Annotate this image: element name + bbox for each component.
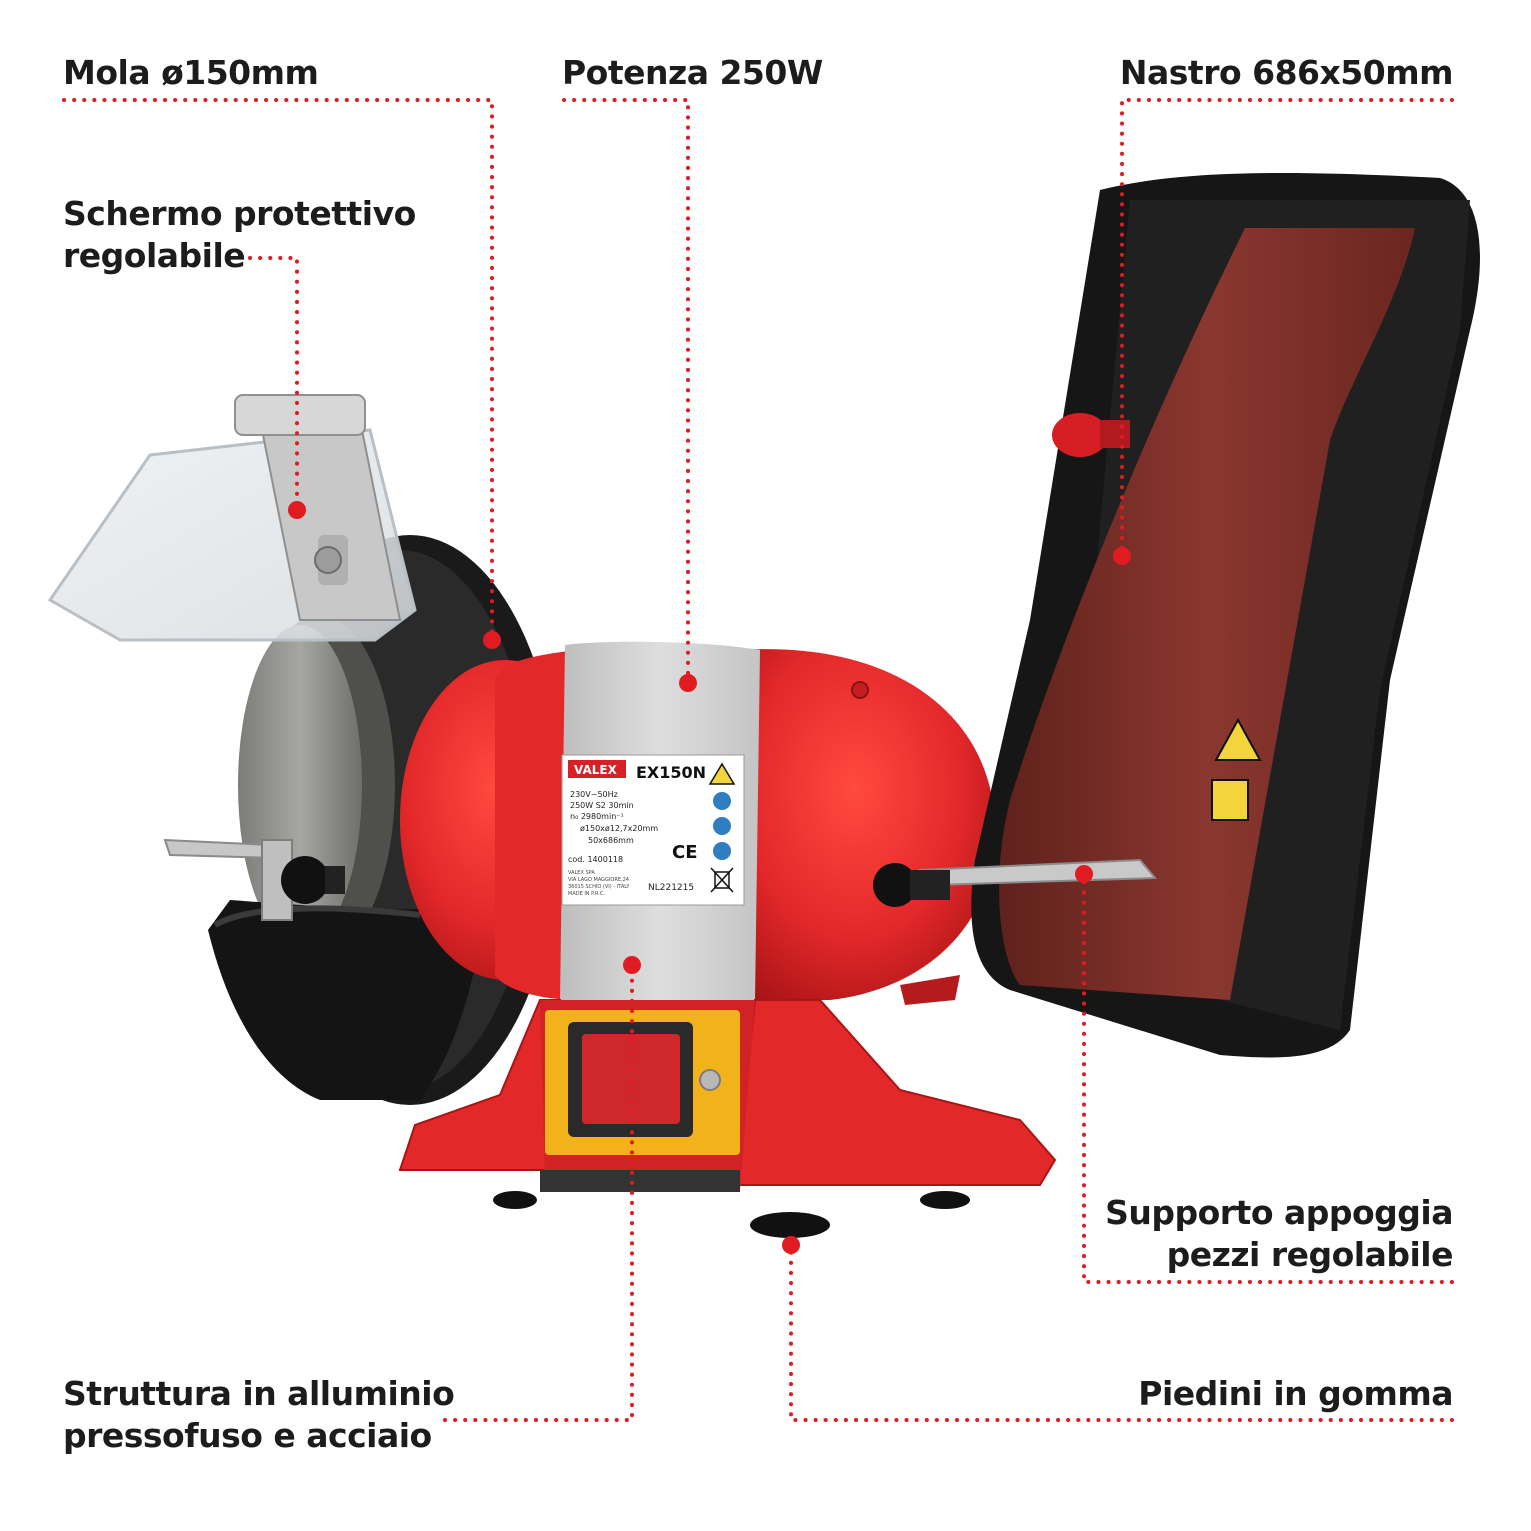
callout-structure-line2: pressofuso e acciaio (63, 1416, 432, 1455)
callout-wheel-diameter: Mola ø150mm (63, 53, 319, 92)
callout-dots (288, 501, 1131, 1254)
eye-shield (47, 394, 417, 642)
leader-rest (1082, 872, 1454, 1284)
power-switch (545, 1010, 740, 1155)
dot-shield (288, 501, 306, 519)
dot-feet (782, 1236, 800, 1254)
leader-power (562, 98, 690, 685)
ce-mark: CE (672, 842, 698, 863)
callout-leaders (62, 98, 1454, 1422)
right-tool-rest (873, 858, 1158, 907)
callout-tool-rest-line1: Supporto appoggia (1105, 1193, 1453, 1232)
hand-protection-icon (713, 842, 731, 860)
nameplate-power: 250W S2 30min (570, 801, 634, 810)
leader-wheel (62, 98, 494, 642)
sanding-belt (999, 228, 1415, 1000)
dot-belt (1113, 547, 1131, 565)
nameplate-company-3: 36015 SCHIO (VI) - ITALY (568, 884, 630, 890)
nameplate-voltage: 230V~50Hz (570, 790, 618, 799)
motor-housing (400, 649, 995, 1005)
dot-wheel (483, 631, 501, 649)
left-tool-rest (163, 838, 345, 921)
weee-bin-icon (710, 867, 734, 893)
nameplate-company-2: VIA LAGO MAGGIORE,24 (568, 877, 629, 883)
nameplate-brand: VALEX (574, 763, 618, 777)
ear-protection-icon (713, 817, 731, 835)
nameplate-lot: NL221215 (648, 883, 694, 893)
nameplate-code: cod. 1400118 (568, 855, 623, 864)
eye-protection-icon (713, 792, 731, 810)
callout-rubber-feet: Piedini in gomma (1138, 1374, 1453, 1413)
callout-power: Potenza 250W (562, 53, 823, 92)
callout-shield-line2: regolabile (63, 236, 246, 275)
leader-structure (443, 963, 634, 1422)
callout-tool-rest-line2: pezzi regolabile (1166, 1235, 1454, 1274)
callout-shield-line1: Schermo protettivo (63, 194, 416, 233)
dot-rest (1075, 865, 1093, 883)
nameplate-speed: n₀ 2980min⁻¹ (570, 812, 624, 821)
dot-power (679, 674, 697, 692)
callout-belt-size: Nastro 686x50mm (1119, 53, 1454, 92)
nameplate-wheel-size: ø150xø12,7x20mm (580, 824, 658, 833)
belt-tensioner-knob (1052, 413, 1130, 457)
nameplate-company-1: VALEX SPA (568, 870, 595, 876)
nameplate-model: EX150N (636, 763, 706, 782)
dot-structure (623, 956, 641, 974)
warning-icon (708, 762, 736, 785)
leader-feet (789, 1243, 1454, 1422)
nameplate-belt-size: 50x686mm (588, 836, 634, 845)
callout-structure-line1: Struttura in alluminio (63, 1374, 455, 1413)
belt-warning-labels (1211, 717, 1262, 821)
leader-belt (1120, 98, 1454, 558)
nameplate (561, 754, 745, 906)
nameplate-company-4: MADE IN P.R.C. (568, 891, 605, 897)
lower-wheel-cover (208, 900, 480, 1100)
